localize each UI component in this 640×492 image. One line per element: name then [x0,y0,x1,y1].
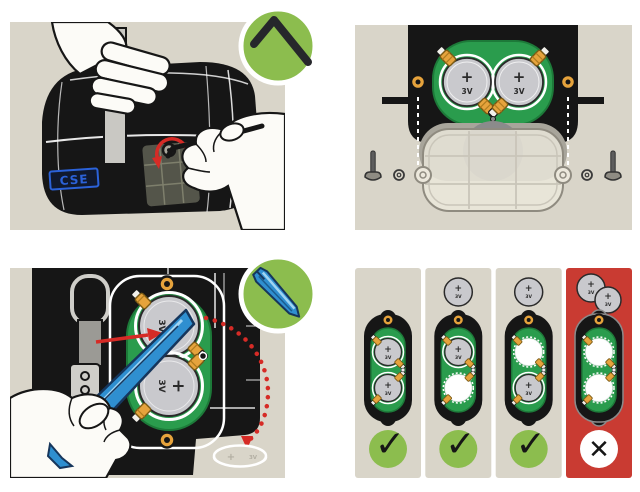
config-column-3: + 3V + 3V [495,268,562,478]
cover-screw-right [604,150,622,181]
spudger-icon [252,266,301,318]
battery-contact-clip [436,46,457,67]
battery-polarity-label: + [525,381,533,391]
battery-contact-clip [605,370,617,382]
ok-mark [509,430,548,468]
battery-voltage-label: 3V [156,379,166,392]
panel-step2-compartment: + 3V + 3V [355,25,632,230]
battery-polarity-label: + [455,345,463,355]
o-ring-right [581,169,593,181]
battery-contact-clip [440,394,452,406]
ok-mark [439,430,478,468]
battery-cover-removed [414,128,572,212]
screw-grommet-right [559,73,577,91]
battery-contact-clip [440,334,452,346]
battery-contact-clip [535,370,547,382]
battery-contact-clip [581,394,593,406]
battery-polarity-label: + [384,381,392,391]
config-column-4: + 3V + 3V [566,268,632,478]
battery-contact-clip [605,358,617,370]
coin-battery-right: + 3V [494,57,544,107]
battery-voltage-label: 3V [385,355,392,361]
battery-contact-clip [131,289,152,310]
battery-polarity-label: + [384,345,392,355]
battery-polarity-label: + [525,284,533,294]
battery-voltage-label: 3V [605,302,612,308]
battery-contact-clip [394,370,406,382]
spare-battery: + 3V [513,277,544,307]
check-mark: ✓ [445,424,475,465]
slot-bottom-battery: + 3V [512,371,545,405]
pry-point-arrow [95,328,163,344]
battery-contact-clip [131,402,152,423]
battery-polarity-label: + [461,68,474,86]
panel-step4-configurations: + 3V + 3V [355,268,632,478]
slot-top-battery: + 3V [371,335,405,369]
spare-battery: + 3V [594,286,622,314]
config-column-1: + 3V + 3V [355,268,421,478]
battery-voltage-label: 3V [455,294,462,300]
slot-top-empty [512,336,545,368]
check-mark: ✓ [516,424,546,465]
battery-polarity-label: + [168,379,188,393]
battery-contact-clip [370,394,382,406]
tool-inset-step3 [238,254,318,334]
battery-contact-clip [464,370,476,382]
brand-logo: CSE [48,167,100,191]
battery-voltage-label: 3V [525,294,532,300]
battery-voltage-label: 3V [156,319,166,332]
panel-step3-pry-battery: + 3V + 3V [10,268,285,478]
battery-polarity-label: + [227,452,235,463]
screw-grommet-left [409,73,427,91]
battery-contact-clip [488,97,509,118]
battery-removal-path-arrow [203,315,271,449]
slot-top-empty [583,336,615,368]
battery-polarity-label: + [513,68,526,86]
battery-voltage-label: 3V [588,290,595,296]
battery-voltage-label: 3V [249,455,258,461]
battery-contact-clip [535,358,547,370]
slot-bottom-battery: + 3V [371,371,405,405]
error-mark [580,430,618,468]
cover-screw-left [364,150,382,181]
x-mark: ✕ [588,435,610,465]
spare-battery: + 3V [443,277,474,307]
battery-polarity-label: + [455,284,463,294]
battery-contact-clip [464,358,476,370]
o-ring-left [393,169,405,181]
tool-hand [181,111,285,230]
holding-hand [50,22,171,115]
slot-bottom-empty [583,372,615,404]
battery-contact-clip [529,46,550,67]
check-mark: ✓ [375,424,405,465]
battery-polarity-label: + [587,280,595,290]
panel-step1-open-cover: CSE [10,22,285,230]
battery-compartment: + 3V + 3V [108,274,226,450]
battery-contact-clip [394,358,406,370]
battery-voltage-label: 3V [455,355,462,361]
battery-voltage-label: 3V [385,391,392,397]
hex-key-icon [250,16,312,66]
tool-hand [10,388,132,478]
battery-contact-clip [511,334,523,346]
config-column-2: + 3V + 3V [425,268,492,478]
battery-pcb: + 3V + 3V [432,40,554,126]
brand-logo-text: CSE [59,172,89,188]
battery-polarity-label: + [604,292,612,302]
ok-mark [369,430,407,468]
tool-inset-step1 [238,6,318,86]
slot-top-battery: + 3V [442,335,475,369]
battery-voltage-label: 3V [513,87,524,96]
battery-voltage-label: 3V [461,87,472,96]
battery-contact-clip [511,394,523,406]
battery-voltage-label: 3V [525,391,532,397]
coin-battery-left: + 3V [442,57,492,107]
slot-bottom-empty [442,372,475,404]
battery-contact-clip [581,334,593,346]
battery-contact-clip [370,334,382,346]
removed-battery: + 3V [212,444,268,468]
